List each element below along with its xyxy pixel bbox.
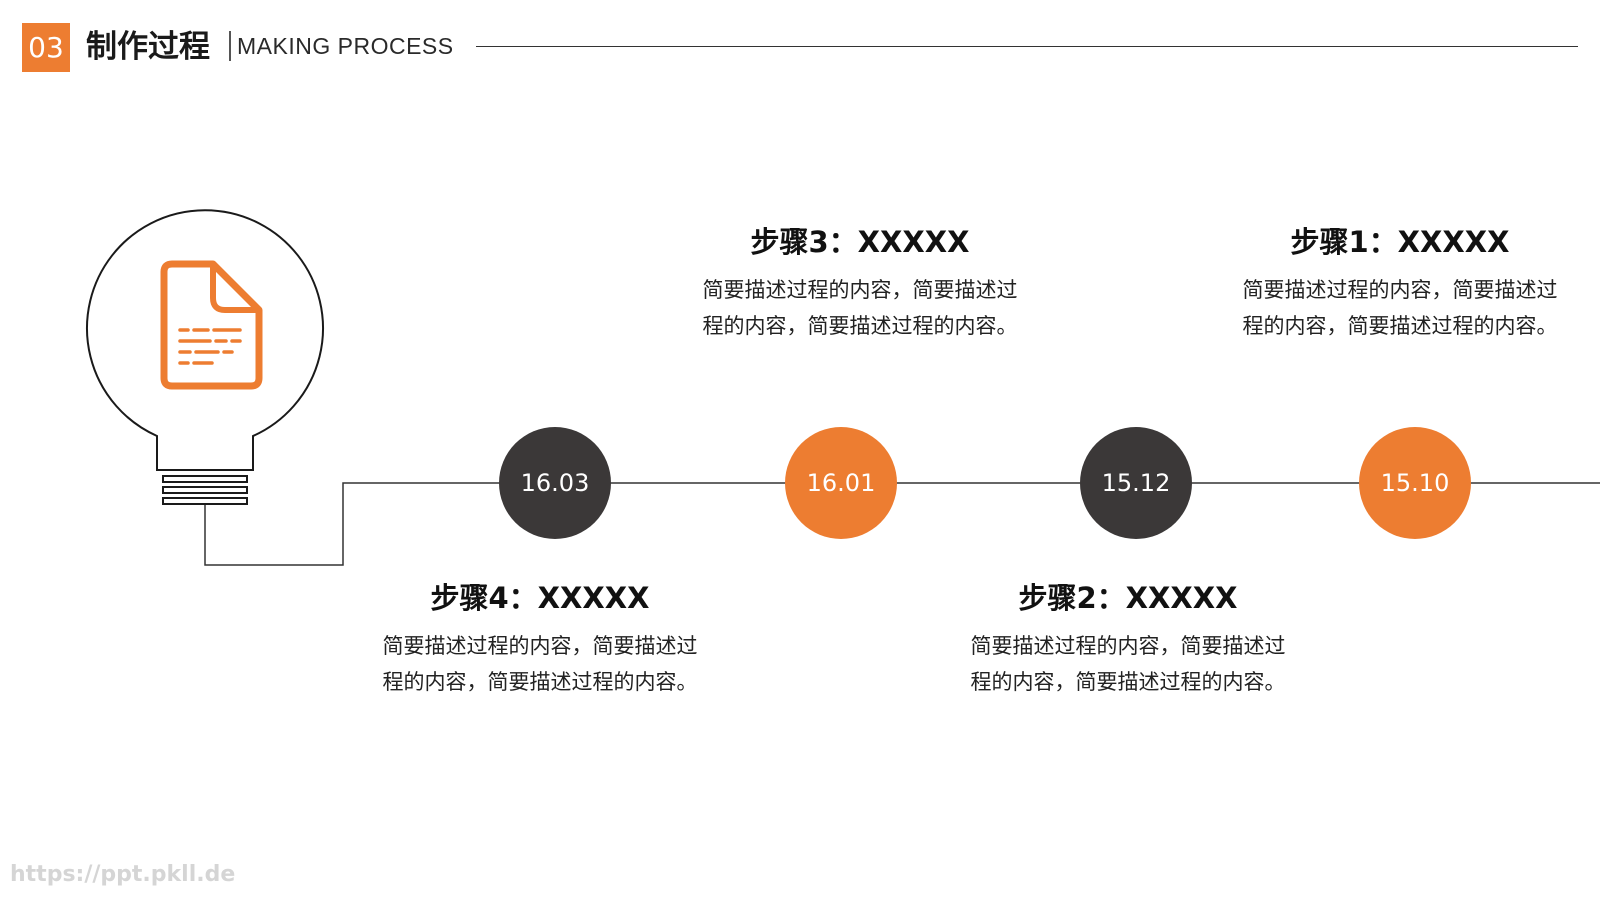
- step-1-title: 步骤1：XXXXX: [1290, 225, 1510, 259]
- timeline-node-1603: 16.03: [499, 427, 611, 539]
- section-number-badge: 03: [22, 23, 70, 72]
- step-2-block: 步骤2：XXXXX 简要描述过程的内容，简要描述过程的内容，简要描述过程的内容。: [968, 578, 1288, 700]
- section-title-cn: 制作过程: [86, 29, 210, 65]
- step-1-block: 步骤1：XXXXX 简要描述过程的内容，简要描述过程的内容，简要描述过程的内容。: [1240, 222, 1560, 344]
- step-3-block: 步骤3：XXXXX 简要描述过程的内容，简要描述过程的内容，简要描述过程的内容。: [700, 222, 1020, 344]
- step-4-title: 步骤4：XXXXX: [430, 581, 650, 615]
- timeline-node-1510: 15.10: [1359, 427, 1471, 539]
- document-icon: [160, 260, 263, 390]
- connector-line: [204, 482, 1600, 566]
- timeline-node-1512: 15.12: [1080, 427, 1192, 539]
- step-3-title: 步骤3：XXXXX: [750, 225, 970, 259]
- step-2-title: 步骤2：XXXXX: [1018, 581, 1238, 615]
- lightbulb-icon: [86, 209, 324, 505]
- step-3-desc: 简要描述过程的内容，简要描述过程的内容，简要描述过程的内容。: [702, 278, 1018, 338]
- step-2-desc: 简要描述过程的内容，简要描述过程的内容，简要描述过程的内容。: [970, 634, 1286, 694]
- header-rule: [476, 46, 1578, 47]
- watermark-text: https://ppt.pkll.de: [10, 862, 236, 887]
- step-4-block: 步骤4：XXXXX 简要描述过程的内容，简要描述过程的内容，简要描述过程的内容。: [380, 578, 700, 700]
- step-1-desc: 简要描述过程的内容，简要描述过程的内容，简要描述过程的内容。: [1242, 278, 1558, 338]
- step-4-desc: 简要描述过程的内容，简要描述过程的内容，简要描述过程的内容。: [382, 634, 698, 694]
- title-divider: [229, 31, 231, 61]
- section-title-en: MAKING PROCESS: [237, 33, 454, 59]
- timeline-node-1601: 16.01: [785, 427, 897, 539]
